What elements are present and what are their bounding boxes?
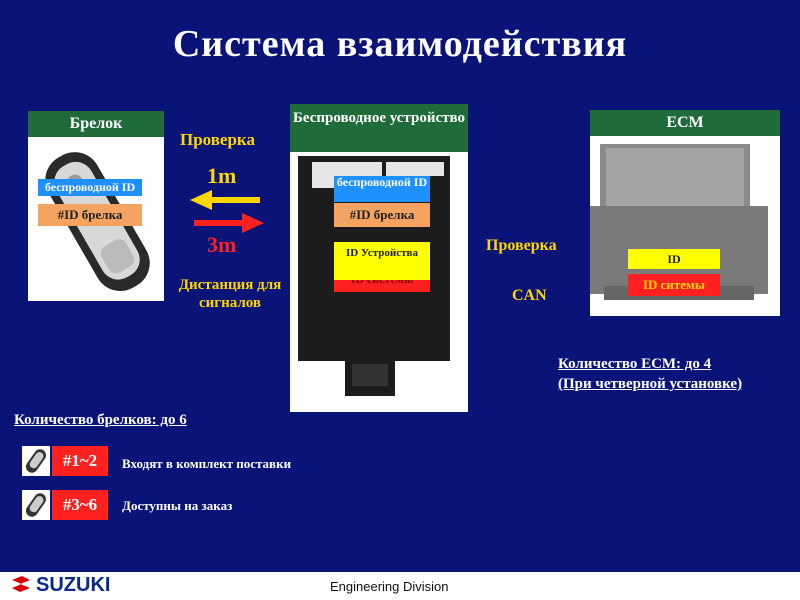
- distance-3m: 3m: [207, 232, 236, 258]
- ecm-note: (При четверной установке): [558, 376, 742, 393]
- row-1-text: Входят в комплект поставки: [122, 456, 291, 472]
- right-arrow-icon: [192, 213, 264, 233]
- footer: SUZUKI Engineering Division: [0, 572, 800, 600]
- left-arrow-icon: [190, 190, 262, 210]
- device-id-tag: ID Устройства: [334, 242, 430, 280]
- brand-name: SUZUKI: [36, 574, 110, 597]
- fob-wireless-id-tag: беспроводной ID: [38, 179, 142, 196]
- row-2-text: Доступны на заказ: [122, 498, 232, 514]
- page-title: Система взаимодействия: [0, 22, 800, 66]
- row-1-badge: #1~2: [52, 446, 108, 476]
- row-2-fob-icon: [22, 490, 50, 520]
- distance-1m: 1m: [207, 163, 236, 189]
- check-label: Проверка: [180, 130, 255, 150]
- key-fob-small-icon: [22, 446, 50, 476]
- device-fob-id-tag: #ID брелка: [334, 203, 430, 227]
- footer-text: Engineering Division: [330, 579, 449, 594]
- row-1-fob-icon: [22, 446, 50, 476]
- ecm-system-id-tag: ID ситемы: [628, 274, 720, 296]
- can-check-label: Проверка: [486, 237, 557, 255]
- fob-header: Брелок: [28, 111, 164, 137]
- ecm-id-tag: ID: [628, 249, 720, 269]
- ecm-count: Количество ECM: до 4: [558, 356, 711, 373]
- signal-distance-label: Дистанция для сигналов: [168, 276, 292, 312]
- row-2-badge: #3~6: [52, 490, 108, 520]
- fob-count: Количество брелков: до 6: [14, 412, 187, 429]
- key-fob-small-icon: [22, 490, 50, 520]
- device-wireless-id-tag: беспроводной ID: [334, 176, 430, 202]
- device-header: Беспроводное устройство: [290, 104, 468, 152]
- can-label: CAN: [512, 287, 547, 305]
- suzuki-logo-icon: [10, 576, 32, 596]
- ecm-header: ECM: [590, 110, 780, 136]
- fob-id-tag: #ID брелка: [38, 204, 142, 226]
